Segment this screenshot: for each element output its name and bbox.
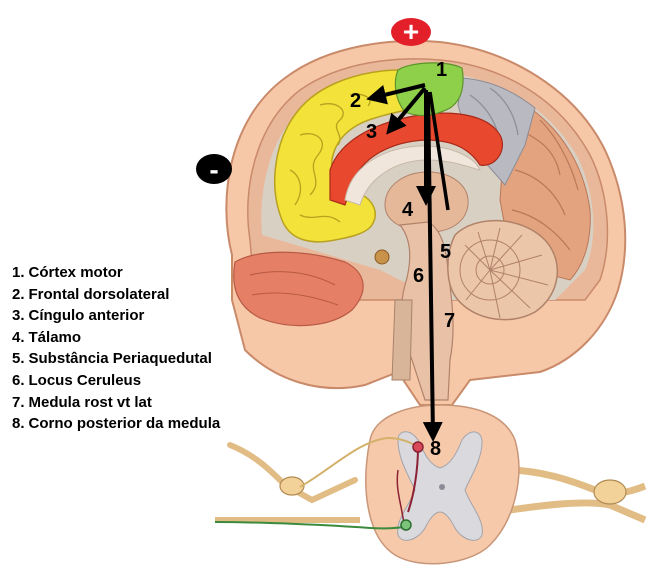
legend-number: 7.	[12, 394, 25, 411]
legend-number: 5.	[12, 350, 25, 367]
legend-label: Frontal dorsolateral	[29, 286, 170, 303]
legend-item-dorsal-horn: 8.Corno posterior da medula	[12, 413, 220, 435]
legend-label: Tálamo	[29, 329, 82, 346]
label-4: 4	[402, 199, 414, 221]
legend-item-periaqueductal-grey: 5.Substância Periaquedutal	[12, 348, 220, 370]
legend-number: 8.	[12, 415, 25, 432]
legend-number: 4.	[12, 329, 25, 346]
legend-item-motor-cortex: 1.Córtex motor	[12, 262, 220, 284]
legend-label: Corno posterior da medula	[29, 415, 221, 432]
ventral-neuron	[401, 520, 411, 530]
spinal-column	[392, 300, 412, 380]
legend-number: 1.	[12, 264, 25, 281]
label-2: 2	[350, 90, 361, 112]
legend-number: 3.	[12, 307, 25, 324]
legend-item-anterior-cingulate: 3.Cíngulo anterior	[12, 305, 220, 327]
legend-number: 6.	[12, 372, 25, 389]
legend-item-rostral-ventrolateral-medulla: 7.Medula rost vt lat	[12, 392, 220, 414]
label-8: 8	[430, 438, 441, 460]
minus-marker: -	[196, 154, 232, 185]
spinal-nerve-right-lower	[510, 503, 645, 520]
central-canal	[439, 484, 445, 490]
legend-list: 1.Córtex motor 2.Frontal dorsolateral 3.…	[12, 262, 220, 435]
legend-label: Córtex motor	[29, 264, 123, 281]
right-ganglion	[594, 480, 626, 504]
label-5: 5	[440, 241, 451, 263]
dorsal-horn-neuron	[413, 442, 423, 452]
plus-marker-text: +	[403, 16, 419, 47]
legend-label: Locus Ceruleus	[29, 372, 142, 389]
label-6: 6	[413, 265, 424, 287]
legend-label: Substância Periaquedutal	[29, 350, 212, 367]
legend-label: Medula rost vt lat	[29, 394, 152, 411]
legend-item-dorsolateral-frontal: 2.Frontal dorsolateral	[12, 284, 220, 306]
label-7: 7	[444, 310, 455, 332]
pituitary	[375, 250, 389, 264]
legend-number: 2.	[12, 286, 25, 303]
cerebellum	[448, 221, 558, 320]
label-1: 1	[436, 59, 447, 81]
legend-item-locus-ceruleus: 6.Locus Ceruleus	[12, 370, 220, 392]
nasal-region	[234, 252, 363, 325]
minus-marker-text: -	[209, 154, 218, 185]
legend-item-thalamus: 4.Tálamo	[12, 327, 220, 349]
label-3: 3	[366, 121, 377, 143]
legend-label: Cíngulo anterior	[29, 307, 145, 324]
